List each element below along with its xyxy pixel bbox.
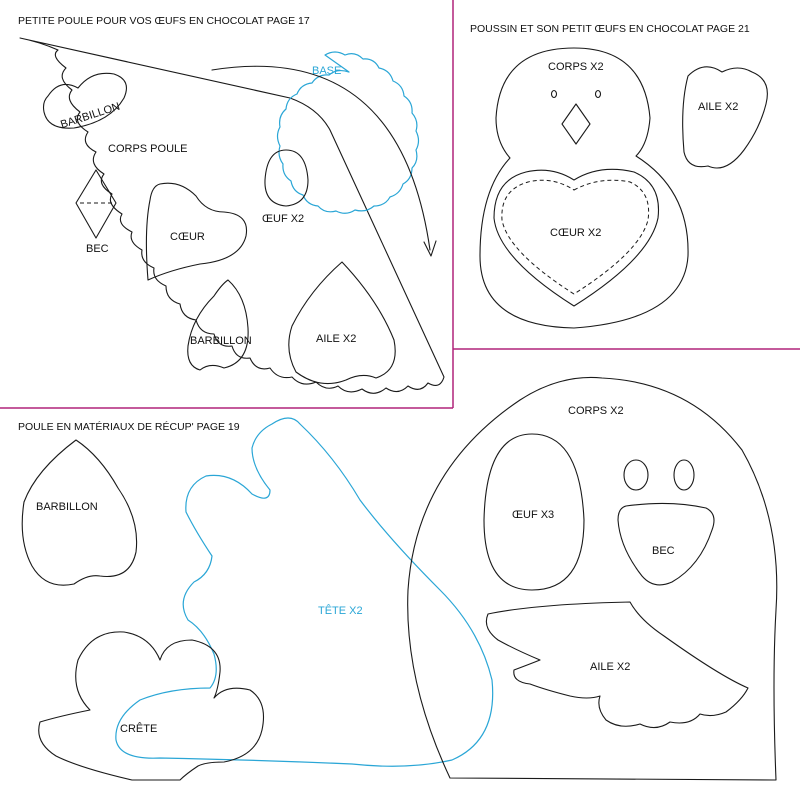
recycled-barbillon-label: BARBILLON (36, 501, 98, 513)
hen-aile-label: AILE X2 (316, 333, 356, 345)
chick-section: POUSSIN ET SON PETIT ŒUFS EN CHOCOLAT PA… (470, 23, 768, 329)
chick-section-title: POUSSIN ET SON PETIT ŒUFS EN CHOCOLAT PA… (470, 23, 750, 35)
recycled-crete-label: CRÊTE (120, 722, 157, 735)
hen-section: PETITE POULE POUR VOS ŒUFS EN CHOCOLAT P… (18, 15, 445, 394)
hen-aile-shape (288, 261, 396, 385)
recycled-section-title: POULE EN MATÉRIAUX DE RÉCUP' PAGE 19 (18, 420, 240, 433)
chick-aile-label: AILE X2 (698, 101, 738, 113)
recycled-left-eye (623, 459, 649, 491)
hen-oeuf-label: ŒUF X2 (262, 213, 304, 225)
recycled-oeuf-shape (483, 433, 585, 591)
chick-beak-shape (561, 103, 591, 145)
watermark: PassionForum.ru (723, 784, 792, 794)
hen-bec-label: BEC (86, 243, 109, 255)
hen-bec-shape (75, 169, 117, 239)
chick-right-eye (594, 89, 602, 99)
recycled-bec-shape (617, 502, 715, 586)
recycled-aile-shape (485, 601, 749, 729)
recycled-bec-label: BEC (652, 545, 675, 557)
recycled-corps-outline (407, 376, 778, 781)
recycled-barbillon-shape (21, 439, 138, 586)
hen-section-title: PETITE POULE POUR VOS ŒUFS EN CHOCOLAT P… (18, 15, 310, 27)
fold-arrow-curve (211, 65, 431, 251)
recycled-oeuf-label: ŒUF X3 (512, 509, 554, 521)
fold-arrow-head (423, 240, 437, 257)
chick-aile-shape (682, 66, 768, 169)
chick-corps-label: CORPS X2 (548, 61, 604, 73)
hen-coeur-shape (145, 182, 248, 281)
base-scalloped-circle (276, 51, 420, 214)
chick-coeur-stitch-line (501, 179, 650, 295)
hen-corps-label: CORPS POULE (108, 143, 187, 155)
hen-coeur-label: CŒUR (170, 231, 205, 243)
recycled-aile-label: AILE X2 (590, 661, 630, 673)
panel-dividers (0, 0, 800, 409)
chick-coeur-label: CŒUR X2 (550, 227, 601, 239)
hen-barbillon-bottom-label: BARBILLON (190, 335, 252, 347)
recycled-section: POULE EN MATÉRIAUX DE RÉCUP' PAGE 19 BAR… (18, 376, 778, 781)
chick-body-outline (479, 47, 689, 329)
recycled-right-eye (673, 459, 695, 491)
recycled-corps-label: CORPS X2 (568, 405, 624, 417)
recycled-crete-shape (38, 631, 265, 781)
chick-left-eye (550, 89, 558, 99)
hen-barbillon-bottom-shape (187, 279, 249, 371)
hen-barbillon-top-label: BARBILLON (59, 101, 121, 132)
base-label: BASE (312, 65, 341, 77)
hen-oeuf-shape (264, 149, 309, 207)
hen-barbillon-top-shape (42, 72, 127, 129)
chick-coeur-shape (493, 168, 660, 307)
recycled-tete-shape (115, 417, 494, 767)
recycled-tete-label: TÊTE X2 (318, 604, 363, 617)
